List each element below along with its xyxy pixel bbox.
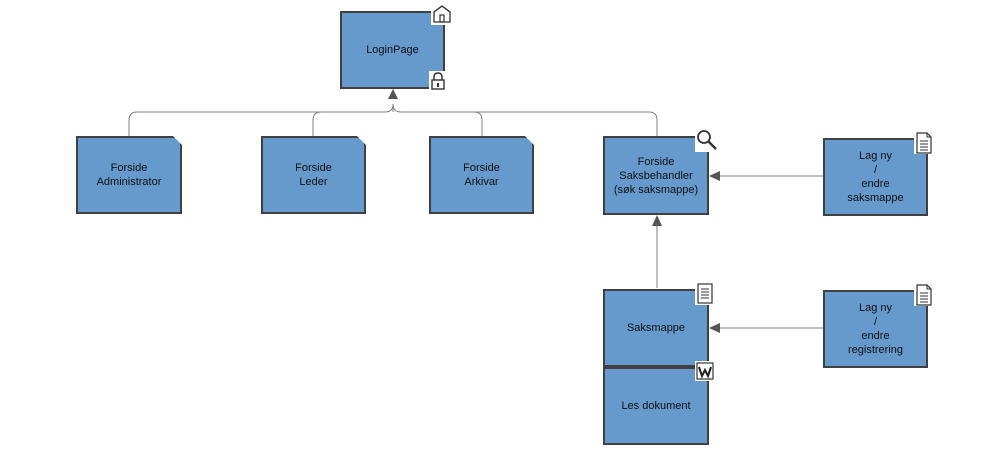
node-loginpage-label: LoginPage <box>366 44 419 56</box>
folded-corner <box>357 136 366 145</box>
folded-corner <box>173 136 182 145</box>
lock-icon <box>429 71 447 91</box>
node-lag-ny-endre-registrering[interactable]: Lag ny / endre registrering <box>823 284 934 368</box>
arrowhead-saksbehandler-up <box>652 215 662 226</box>
magnifier-icon <box>695 128 719 152</box>
home-icon <box>431 3 453 25</box>
node-forside-administrator-label: Forside Administrator <box>96 162 162 188</box>
arrowhead-login <box>388 89 398 99</box>
node-les-dokument[interactable]: Les dokument <box>603 361 715 445</box>
node-loginpage[interactable]: LoginPage <box>340 3 453 91</box>
node-forside-saksbehandler-label: Forside Saksbehandler (søk saksmappe) <box>613 155 699 196</box>
node-saksmappe[interactable]: Saksmappe <box>603 283 715 367</box>
node-forside-arkivar[interactable]: Forside Arkivar <box>429 136 534 214</box>
connector-login-saksbehandler <box>474 111 658 136</box>
node-forside-saksbehandler[interactable]: Forside Saksbehandler (søk saksmappe) <box>603 128 719 215</box>
document-icon <box>914 284 934 306</box>
node-les-dokument-label: Les dokument <box>621 400 691 412</box>
node-forside-arkivar-label: Forside Arkivar <box>463 162 500 188</box>
connector-login-leder <box>312 111 322 136</box>
node-forside-administrator[interactable]: Forside Administrator <box>76 136 182 214</box>
arrowhead-saksbehandler-left <box>709 171 720 181</box>
document-icon <box>695 283 715 305</box>
word-icon <box>695 361 715 381</box>
node-saksmappe-label: Saksmappe <box>626 322 686 334</box>
connector-login-arkivar <box>392 103 483 136</box>
folded-corner <box>525 136 534 145</box>
connector-login-admin <box>128 103 394 136</box>
document-icon <box>914 132 934 154</box>
node-lag-registrering-label: Lag ny / endre registrering <box>847 302 904 356</box>
node-lag-saksmappe-label: Lag ny / endre saksmappe <box>847 150 904 204</box>
node-forside-leder[interactable]: Forside Leder <box>261 136 366 214</box>
node-lag-ny-endre-saksmappe[interactable]: Lag ny / endre saksmappe <box>823 132 934 216</box>
arrowhead-saksmappe-left <box>709 323 720 333</box>
node-forside-leder-label: Forside Leder <box>295 162 332 188</box>
